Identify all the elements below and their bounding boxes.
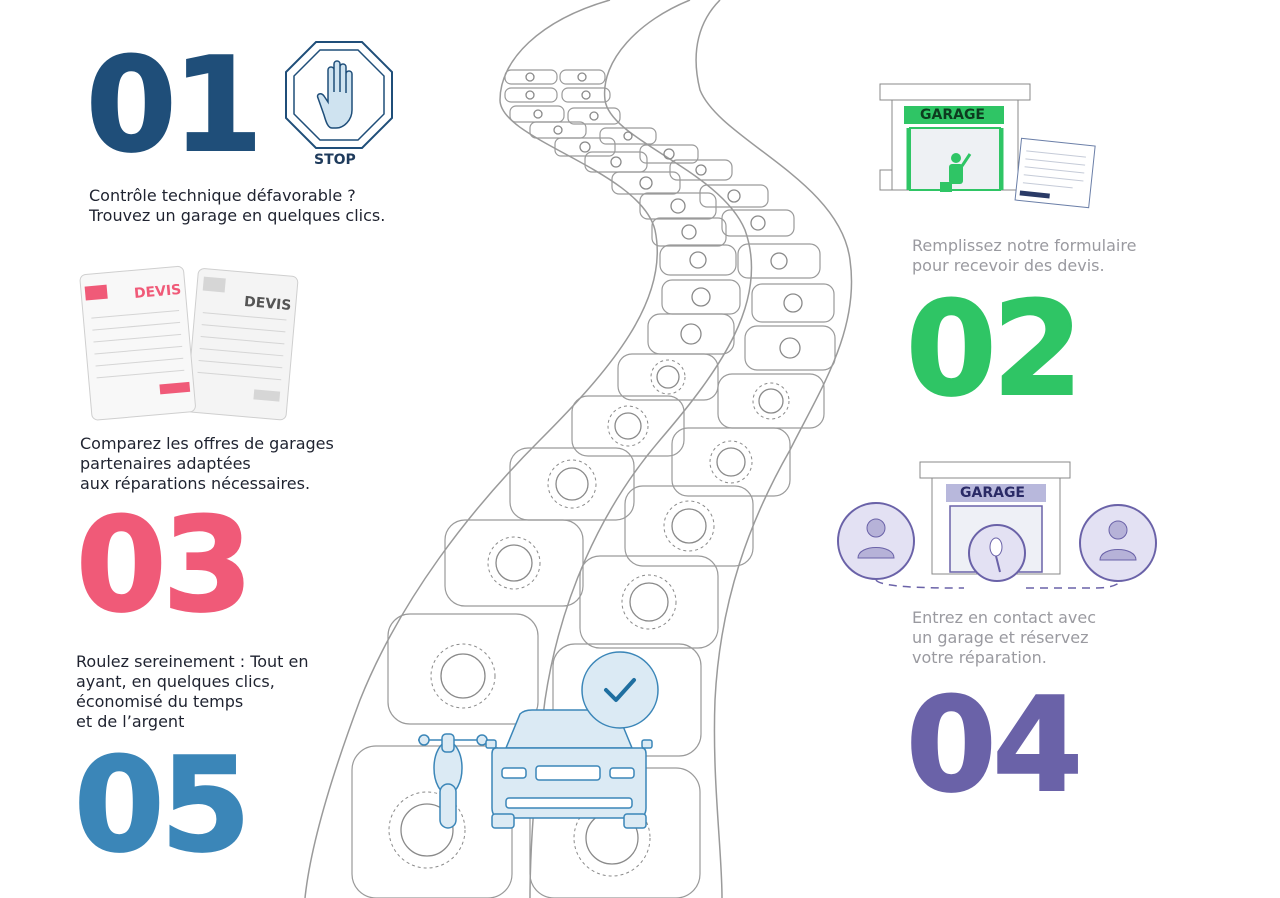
step-03-number: 03 [75, 489, 254, 641]
step-03-text: Comparez les offres de garages partenair… [80, 434, 334, 493]
step-04-number: 04 [905, 669, 1084, 821]
garage-form-illustration: GARAGE [878, 82, 1098, 214]
stop-hand-icon [285, 41, 393, 149]
stop-sign: STOP [284, 40, 394, 170]
form-icon [1014, 137, 1096, 209]
garage-icon [879, 83, 1031, 192]
person-icon [837, 502, 915, 580]
step-04-text: Entrez en contact avec un garage et rése… [912, 608, 1097, 667]
step-02-text: Remplissez notre formulaire pour recevoi… [912, 236, 1137, 275]
contact-illustration: GARAGE [836, 460, 1166, 594]
garage-label-02: GARAGE [920, 107, 985, 123]
motorbike-icon [418, 733, 488, 829]
key-icon [968, 524, 1026, 582]
check-icon [581, 651, 659, 729]
person-icon [1079, 504, 1157, 582]
stop-label: STOP [314, 152, 356, 168]
step-02-number: 02 [905, 273, 1084, 425]
step-01-text: Contrôle technique défavorable ? Trouvez… [89, 186, 386, 225]
vehicles-illustration [418, 651, 659, 829]
garage-label-04: GARAGE [960, 485, 1025, 501]
step-05-number: 05 [73, 729, 252, 881]
devis-documents: DEVIS DEVIS [79, 265, 300, 426]
step-05-text: Roulez sereinement : Tout en ayant, en q… [76, 652, 309, 731]
step-01-number: 01 [85, 29, 264, 181]
devis-icon [79, 265, 299, 421]
